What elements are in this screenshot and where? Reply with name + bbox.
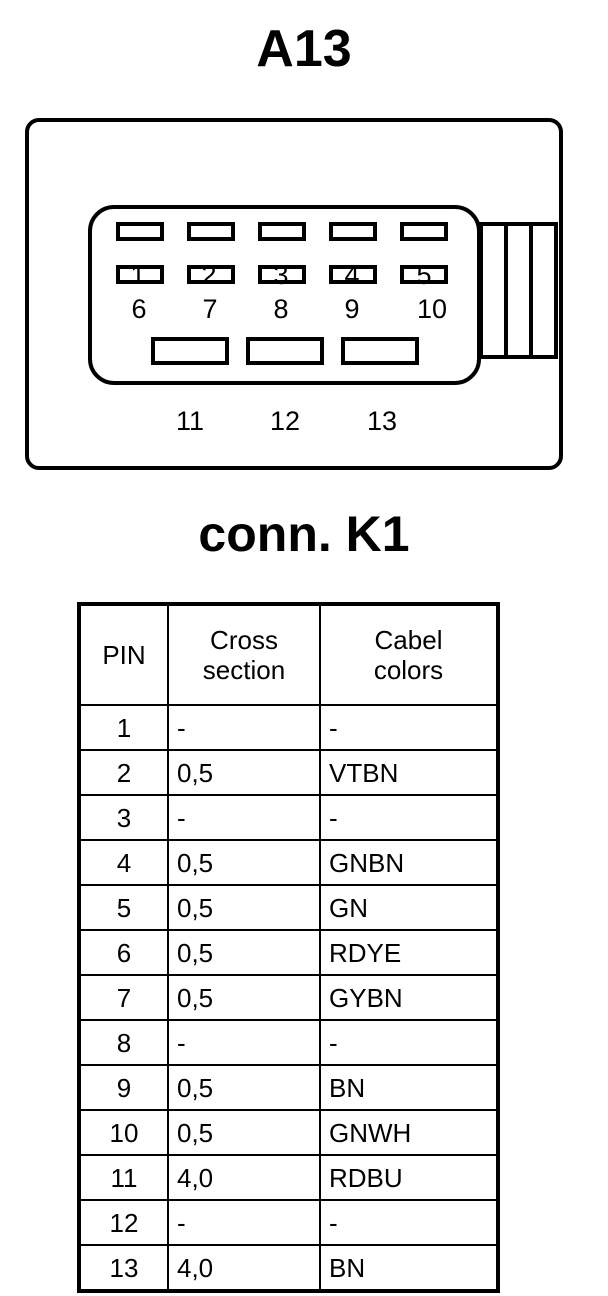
column-header-cross-section-line2: section [202, 655, 286, 685]
table-row: 12 - - [78, 1199, 499, 1246]
pin-number-13: 13 [366, 406, 398, 436]
cell-cross-section: 4,0 [167, 1244, 321, 1292]
cell-cross-section: - [167, 1019, 321, 1066]
cell-pin: 10 [78, 1109, 169, 1156]
cell-cabel-color: GNWH [319, 1109, 499, 1156]
cell-pin: 8 [78, 1019, 169, 1066]
pin-slot-11 [151, 337, 229, 365]
cell-pin: 9 [78, 1064, 169, 1111]
pin-slot-2 [187, 222, 235, 241]
column-header-cabel-colors-line2: colors [373, 655, 444, 685]
pin-number-1: 1 [130, 260, 146, 290]
cell-cross-section: 0,5 [167, 884, 321, 931]
pin-slot-1 [116, 222, 164, 241]
pin-slot-12 [246, 337, 324, 365]
pin-number-12: 12 [269, 406, 301, 436]
column-header-cross-section: Cross section [167, 603, 321, 706]
cell-cross-section: - [167, 704, 321, 751]
cell-cross-section: 0,5 [167, 974, 321, 1021]
cell-pin: 13 [78, 1244, 169, 1292]
pin-number-2: 2 [201, 260, 217, 290]
pin-number-8: 8 [273, 294, 289, 324]
tab-divider-2 [529, 226, 533, 355]
table-row: 9 0,5 BN [78, 1064, 499, 1111]
table-row: 6 0,5 RDYE [78, 929, 499, 976]
table-row: 2 0,5 VTBN [78, 749, 499, 796]
cell-cross-section: 0,5 [167, 1064, 321, 1111]
cell-pin: 6 [78, 929, 169, 976]
cell-pin: 2 [78, 749, 169, 796]
connector-side-tab [479, 222, 558, 359]
table-row: 1 - - [78, 704, 499, 751]
tab-divider-1 [504, 226, 508, 355]
pin-slot-10 [400, 265, 448, 284]
cell-cross-section: 4,0 [167, 1154, 321, 1201]
cell-cabel-color: - [319, 1199, 499, 1246]
table-row: 7 0,5 GYBN [78, 974, 499, 1021]
cell-pin: 1 [78, 704, 169, 751]
pin-slot-3 [258, 222, 306, 241]
cell-cross-section: - [167, 794, 321, 841]
pin-number-11: 11 [175, 406, 205, 436]
cell-cross-section: 0,5 [167, 749, 321, 796]
table-row: 13 4,0 BN [78, 1244, 499, 1292]
pin-slot-6 [116, 265, 164, 284]
column-header-pin: PIN [78, 603, 169, 706]
cell-pin: 3 [78, 794, 169, 841]
table-row: 4 0,5 GNBN [78, 839, 499, 886]
cell-cabel-color: VTBN [319, 749, 499, 796]
cell-cross-section: 0,5 [167, 1109, 321, 1156]
connector-diagram: 1 2 3 4 5 6 7 8 9 10 11 12 13 [0, 112, 608, 472]
cell-cabel-color: RDYE [319, 929, 499, 976]
pin-slot-7 [187, 265, 235, 284]
pin-slot-13 [341, 337, 419, 365]
connector-subtitle: conn. K1 [198, 506, 410, 562]
pin-slot-8 [258, 265, 306, 284]
table-row: 5 0,5 GN [78, 884, 499, 931]
cell-cabel-color: GYBN [319, 974, 499, 1021]
table-row: 3 - - [78, 794, 499, 841]
pin-assignment-table: PIN Cross section Cabel colors 1 - - 2 0… [77, 602, 500, 1293]
column-header-cabel-colors-line1: Cabel [374, 625, 443, 655]
cell-pin: 4 [78, 839, 169, 886]
pin-number-5: 5 [416, 260, 432, 290]
table-body: 1 - - 2 0,5 VTBN 3 - - 4 0,5 GNBN 5 0,5 … [78, 704, 499, 1292]
cell-cabel-color: RDBU [319, 1154, 499, 1201]
pin-number-4: 4 [344, 260, 360, 290]
pin-number-6: 6 [131, 294, 147, 324]
table-row: 11 4,0 RDBU [78, 1154, 499, 1201]
pin-number-3: 3 [273, 260, 289, 290]
column-header-cross-section-line1: Cross [210, 625, 278, 655]
table-header-row: PIN Cross section Cabel colors [78, 603, 499, 706]
cell-cabel-color: GN [319, 884, 499, 931]
pin-number-10: 10 [416, 294, 448, 324]
cell-cabel-color: - [319, 794, 499, 841]
pin-slot-4 [329, 222, 377, 241]
cell-cabel-color: - [319, 1019, 499, 1066]
cell-cabel-color: BN [319, 1064, 499, 1111]
cell-pin: 11 [78, 1154, 169, 1201]
cell-cross-section: 0,5 [167, 839, 321, 886]
column-header-pin-text: PIN [102, 640, 146, 670]
table-row: 8 - - [78, 1019, 499, 1066]
page-title: A13 [256, 20, 352, 78]
cell-pin: 5 [78, 884, 169, 931]
cell-cross-section: - [167, 1199, 321, 1246]
pin-number-7: 7 [202, 294, 218, 324]
column-header-cabel-colors: Cabel colors [319, 603, 499, 706]
cell-cross-section: 0,5 [167, 929, 321, 976]
cell-cabel-color: - [319, 704, 499, 751]
pin-slot-5 [400, 222, 448, 241]
table-row: 10 0,5 GNWH [78, 1109, 499, 1156]
cell-pin: 7 [78, 974, 169, 1021]
pin-number-9: 9 [344, 294, 360, 324]
cell-pin: 12 [78, 1199, 169, 1246]
cell-cabel-color: GNBN [319, 839, 499, 886]
pin-slot-9 [329, 265, 377, 284]
cell-cabel-color: BN [319, 1244, 499, 1292]
